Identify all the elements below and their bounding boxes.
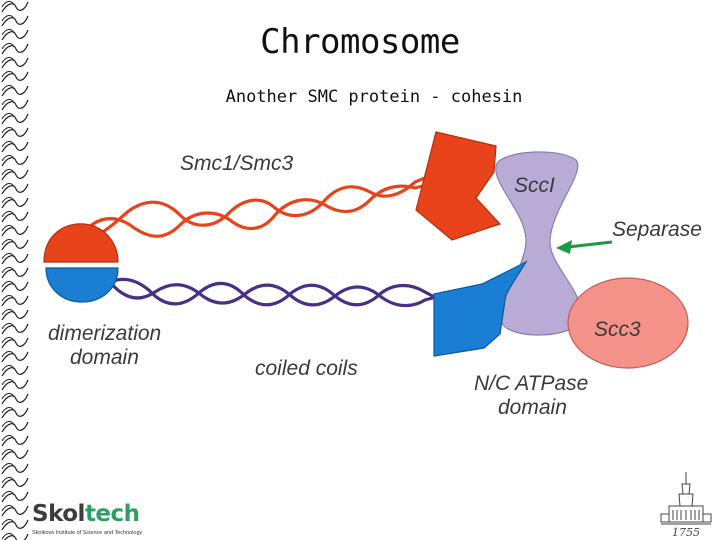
purple-coiled-coil xyxy=(108,277,441,308)
dimerization-label-line1: dimerization xyxy=(48,322,162,345)
logo-wordmark: Skoltech xyxy=(32,500,140,528)
separase-label: Separase xyxy=(612,218,702,241)
dimerization-label-line2: domain xyxy=(70,346,139,369)
seal-year: 1755 xyxy=(672,526,700,539)
slide-title: Chromosome xyxy=(260,22,460,62)
logo-wordmark-part2: tech xyxy=(84,501,140,527)
orange-hinge-domain xyxy=(43,223,119,263)
blue-atpase-head xyxy=(433,260,528,357)
orange-coiled-coil xyxy=(78,168,446,240)
university-seal-icon: 1755 xyxy=(660,472,712,539)
logo-wordmark-part1: Skol xyxy=(32,501,85,527)
smc-label: Smc1/Smc3 xyxy=(180,152,294,175)
atpase-label-line2: domain xyxy=(498,396,567,419)
scc3-label: Scc3 xyxy=(594,318,641,341)
orange-atpase-head xyxy=(415,131,502,241)
logo-subtitle: Skolkovo Institute of Science and Techno… xyxy=(32,530,143,536)
blue-hinge-domain xyxy=(45,267,119,303)
scc1-label: SccI xyxy=(514,174,555,197)
separase-arrow xyxy=(556,240,613,254)
coiled-coils-label: coiled coils xyxy=(255,357,358,380)
slide-subtitle: Another SMC protein - cohesin xyxy=(225,87,523,107)
decorative-border xyxy=(0,0,30,540)
skoltech-logo: Skoltech Skolkovo Institute of Science a… xyxy=(30,500,152,540)
scc3-subunit xyxy=(567,277,689,369)
atpase-label-line1: N/C ATPase xyxy=(474,372,589,395)
